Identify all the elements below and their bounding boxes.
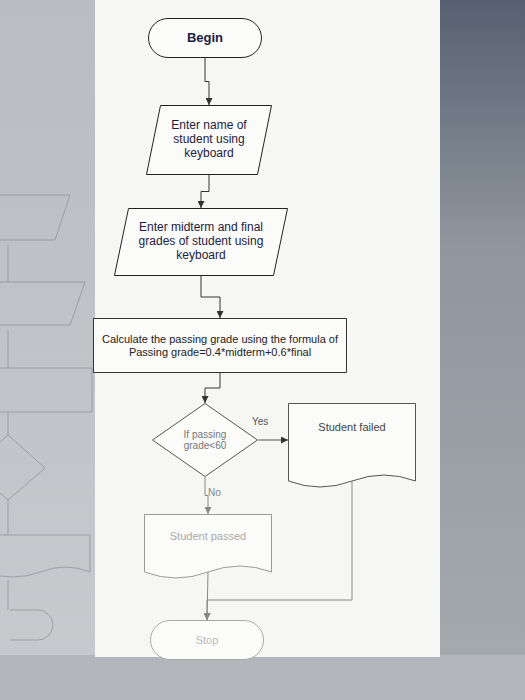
process-box-path	[94, 319, 347, 373]
decision-diamond-path	[153, 404, 258, 477]
node-text: Enter name of student using keyboard	[166, 119, 252, 160]
input-parallelogram: Enter midterm and final grades of studen…	[114, 208, 288, 276]
input-parallelogram: Enter name of student using keyboard	[146, 105, 272, 175]
terminal-oval: Begin	[148, 18, 262, 58]
node-text: If passing grade<60	[170, 429, 240, 452]
output-document-path	[289, 404, 416, 488]
flow-connector	[205, 477, 208, 514]
ghost-parallelogram	[0, 282, 85, 325]
flow-connector	[207, 481, 352, 620]
terminal-oval-path	[151, 621, 264, 660]
node-text: Student failed	[318, 421, 385, 434]
ghost-connector	[8, 245, 9, 610]
flow-connector	[205, 58, 209, 105]
terminal-oval-path	[149, 19, 262, 58]
input-parallelogram-path	[147, 106, 272, 175]
node-text: Calculate the passing grade using the fo…	[97, 333, 343, 358]
decision-diamond: If passing grade<60	[152, 403, 258, 477]
flow-connector	[201, 276, 220, 318]
output-document: Student passed	[144, 514, 272, 582]
ghost-flowchart	[0, 195, 92, 640]
output-document-path	[145, 515, 272, 579]
ghost-diamond	[0, 435, 45, 500]
node-text: Begin	[187, 31, 223, 46]
edge-label: Yes	[252, 416, 268, 427]
output-document-outline	[144, 514, 272, 582]
output-document-outline	[288, 403, 416, 491]
ghost-oval	[10, 610, 53, 640]
ghost-rect	[0, 368, 92, 412]
left-screen-area	[0, 0, 95, 700]
flow-connector	[258, 440, 288, 441]
node-text: Stop	[196, 634, 219, 647]
ghost-document	[0, 535, 90, 577]
input-parallelogram-path	[115, 209, 288, 276]
node-text: Student passed	[170, 530, 246, 543]
edge-label: No	[208, 487, 221, 498]
ghost-parallelogram	[0, 195, 70, 240]
node-text: Enter midterm and final grades of studen…	[130, 221, 272, 262]
output-document: Student failed	[288, 403, 416, 491]
terminal-oval: Stop	[150, 620, 264, 660]
flow-connector	[207, 572, 208, 620]
flow-connector	[201, 175, 209, 208]
flow-connector	[205, 373, 220, 403]
process-box: Calculate the passing grade using the fo…	[93, 318, 347, 373]
right-screen-area	[440, 0, 525, 700]
screen-bottom	[0, 655, 525, 700]
